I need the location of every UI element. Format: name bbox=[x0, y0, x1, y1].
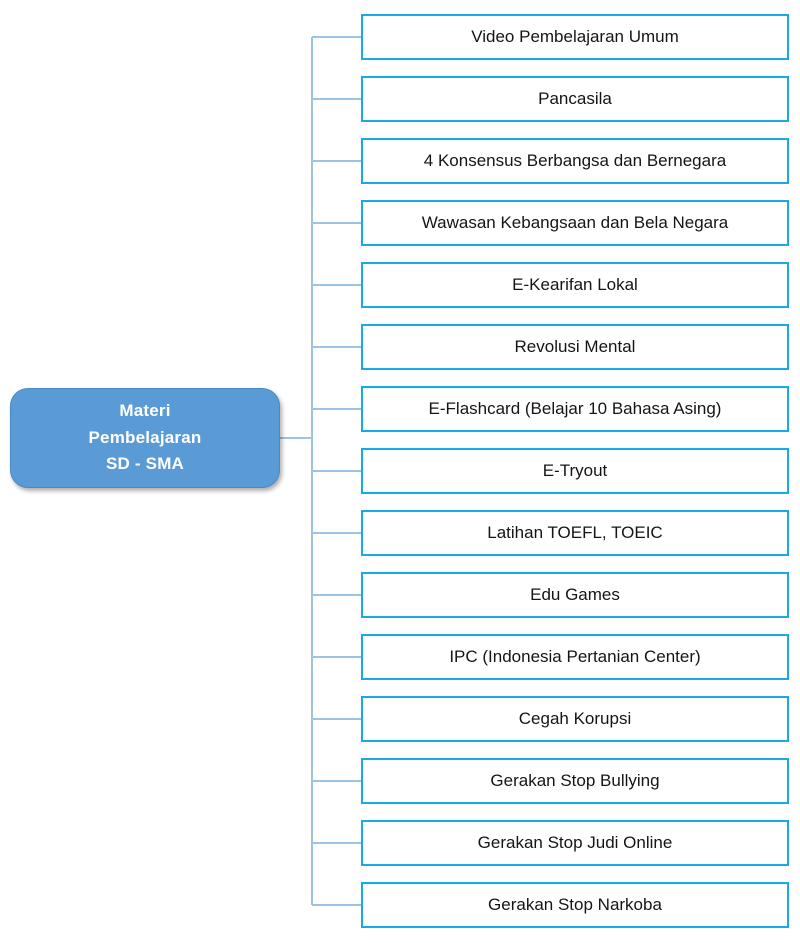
leaf-node-label: E-Kearifan Lokal bbox=[512, 275, 638, 294]
leaf-node-label: Cegah Korupsi bbox=[518, 709, 632, 728]
leaf-node-label: Wawasan Kebangsaan dan Bela Negara bbox=[421, 213, 729, 232]
leaf-node[interactable]: Video Pembelajaran Umum bbox=[361, 14, 789, 60]
leaf-node[interactable]: IPC (Indonesia Pertanian Center) bbox=[361, 634, 789, 680]
leaf-node[interactable]: E-Kearifan Lokal bbox=[361, 262, 789, 308]
leaf-node-label: E-Tryout bbox=[542, 461, 608, 480]
leaf-node-label: Edu Games bbox=[530, 585, 620, 604]
leaf-node[interactable]: Revolusi Mental bbox=[361, 324, 789, 370]
leaf-node[interactable]: Wawasan Kebangsaan dan Bela Negara bbox=[361, 200, 789, 246]
leaf-node[interactable]: Cegah Korupsi bbox=[361, 696, 789, 742]
root-line-1: Materi bbox=[119, 401, 171, 421]
leaf-node-label: IPC (Indonesia Pertanian Center) bbox=[449, 647, 701, 666]
leaf-node[interactable]: 4 Konsensus Berbangsa dan Bernegara bbox=[361, 138, 789, 184]
root-line-3: SD - SMA bbox=[105, 454, 185, 474]
leaf-node-label: Latihan TOEFL, TOEIC bbox=[487, 523, 663, 542]
leaf-node-label: Revolusi Mental bbox=[514, 337, 636, 356]
leaf-node-label: Video Pembelajaran Umum bbox=[471, 27, 679, 46]
leaf-node[interactable]: Latihan TOEFL, TOEIC bbox=[361, 510, 789, 556]
leaf-node-label: Gerakan Stop Bullying bbox=[490, 771, 660, 790]
root-node[interactable]: Materi Pembelajaran SD - SMA bbox=[10, 388, 280, 488]
root-node-label: Materi Pembelajaran SD - SMA bbox=[89, 398, 202, 477]
leaf-node[interactable]: E-Tryout bbox=[361, 448, 789, 494]
leaf-node[interactable]: Pancasila bbox=[361, 76, 789, 122]
leaf-node[interactable]: Gerakan Stop Narkoba bbox=[361, 882, 789, 928]
leaf-node[interactable]: E-Flashcard (Belajar 10 Bahasa Asing) bbox=[361, 386, 789, 432]
root-line-2: Pembelajaran bbox=[88, 427, 202, 447]
leaf-node-label: E-Flashcard (Belajar 10 Bahasa Asing) bbox=[428, 399, 722, 418]
leaf-node[interactable]: Edu Games bbox=[361, 572, 789, 618]
leaf-node-label: Gerakan Stop Narkoba bbox=[488, 895, 662, 914]
leaf-node-label: Gerakan Stop Judi Online bbox=[477, 833, 673, 852]
leaf-node-label: Pancasila bbox=[538, 89, 612, 108]
leaf-node[interactable]: Gerakan Stop Judi Online bbox=[361, 820, 789, 866]
leaf-node[interactable]: Gerakan Stop Bullying bbox=[361, 758, 789, 804]
leaf-node-label: 4 Konsensus Berbangsa dan Bernegara bbox=[423, 151, 727, 170]
